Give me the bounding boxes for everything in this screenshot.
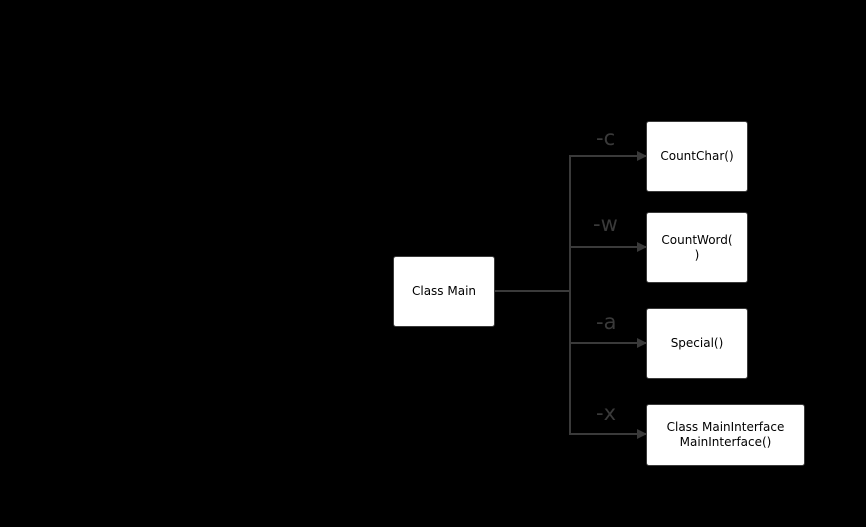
node-class-main[interactable]: Class Main bbox=[393, 256, 495, 327]
node-label-line: CountChar() bbox=[660, 149, 734, 163]
node-label-line: Class Main bbox=[411, 284, 477, 298]
node-special[interactable]: Special() bbox=[646, 308, 748, 379]
node-label-line: CountWord( bbox=[661, 232, 733, 247]
edge-label-a: -a bbox=[596, 310, 617, 334]
edge-label-c: -c bbox=[596, 126, 616, 150]
node-label-line: MainInterface() bbox=[679, 435, 772, 449]
node-label-line: ) bbox=[694, 247, 700, 262]
node-label-line: Class MainInterface bbox=[666, 420, 785, 434]
edge-label-x: -x bbox=[596, 401, 617, 425]
node-label-line: Special() bbox=[670, 336, 724, 350]
node-count-char[interactable]: CountChar() bbox=[646, 121, 748, 192]
edge-label-w: -w bbox=[593, 212, 618, 236]
node-main-interface[interactable]: Class MainInterface MainInterface() bbox=[646, 404, 805, 466]
node-count-word[interactable]: CountWord( ) bbox=[646, 212, 748, 283]
